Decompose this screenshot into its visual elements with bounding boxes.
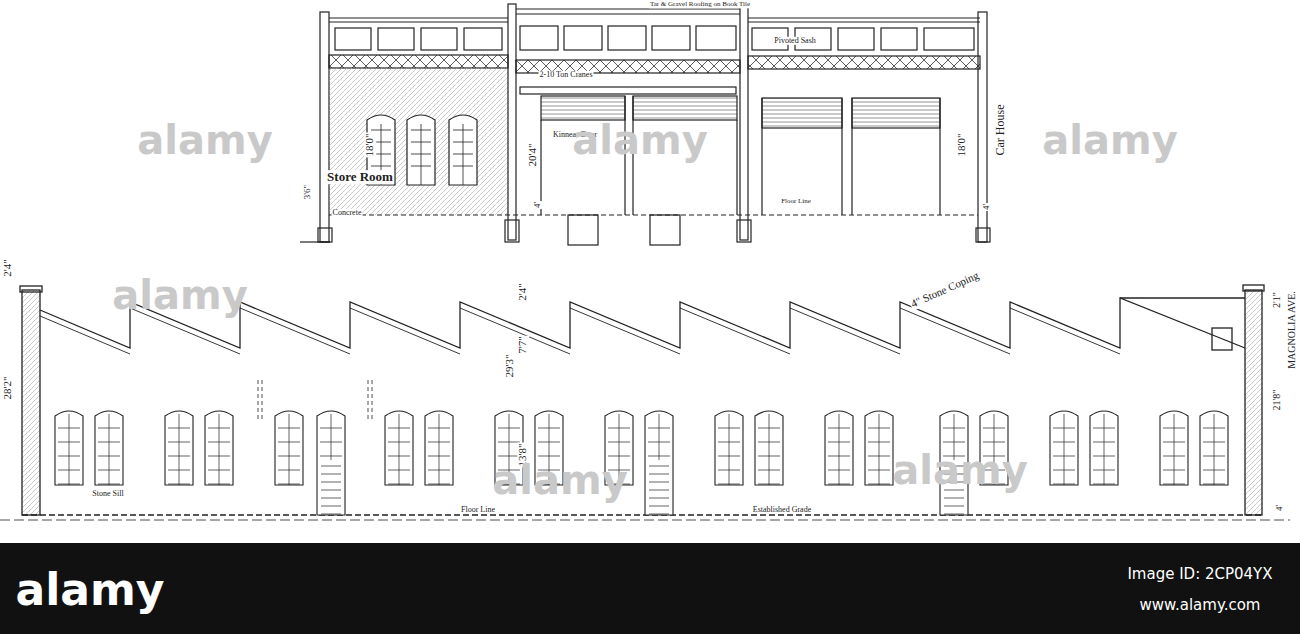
window-muntins	[758, 414, 780, 485]
drawing-label: 28'2"	[2, 376, 14, 401]
footer-text: www.alamy.com	[1140, 598, 1261, 614]
drawing-label: 4'	[982, 203, 991, 211]
window	[1160, 411, 1188, 485]
window	[715, 411, 743, 485]
drawing-label: 4'	[1275, 504, 1284, 512]
watermark: alamy	[112, 274, 247, 316]
window	[825, 411, 853, 485]
window-muntins	[718, 414, 740, 485]
drawing-label: 20'4"	[527, 143, 539, 168]
drawing-label: Concrete	[332, 209, 363, 217]
window	[425, 411, 453, 485]
watermark: alamy	[892, 449, 1027, 491]
drawing-label: 7'7"	[517, 335, 529, 354]
window-muntins	[648, 414, 670, 514]
drawing-label: Stone Sill	[91, 490, 124, 498]
window-muntins	[1093, 414, 1115, 485]
drawing-label: 2'4"	[517, 282, 529, 301]
drawing-label: 4'	[533, 201, 542, 209]
window-muntins	[208, 414, 230, 485]
window	[385, 411, 413, 485]
drawing-label: Established Grade	[752, 506, 812, 514]
drawing-label: 2'1"	[1272, 291, 1283, 309]
drawing-label: 4" Stone Coping	[908, 269, 981, 310]
window-muntins	[868, 414, 890, 485]
window-muntins	[828, 414, 850, 485]
window-muntins	[320, 414, 342, 514]
window	[1050, 411, 1078, 485]
footer-bar	[0, 543, 1300, 634]
window-muntins	[1053, 414, 1075, 485]
drawing-label: 18'0"	[364, 133, 376, 158]
drawing-label: MAGNOLIA AVE.	[1287, 290, 1298, 370]
window-muntins	[388, 414, 410, 485]
drawing-label: 21'8"	[1272, 389, 1283, 412]
cross-section	[300, 4, 990, 245]
window-muntins	[278, 414, 300, 485]
window-muntins	[168, 414, 190, 485]
drawing-label: 2-10 Ton Cranes	[538, 71, 593, 79]
window	[275, 411, 303, 485]
window	[865, 411, 893, 485]
side-elevation	[0, 285, 1290, 520]
door	[645, 411, 673, 515]
window-muntins	[98, 414, 120, 485]
footer-text: alamy	[16, 567, 165, 613]
drawing-label: Floor Line	[460, 506, 496, 514]
window	[1090, 411, 1118, 485]
drawing-label: Pivoted Sash	[773, 37, 817, 45]
window-muntins	[58, 414, 80, 485]
window-muntins	[1203, 414, 1225, 485]
window	[755, 411, 783, 485]
watermark: alamy	[572, 119, 707, 161]
door	[317, 411, 345, 515]
drawing-label: 29'3"	[504, 354, 516, 379]
drawing-label: Floor Line	[780, 198, 812, 205]
watermark: alamy	[137, 119, 272, 161]
window-muntins	[1163, 414, 1185, 485]
window	[205, 411, 233, 485]
drawing-label: Tar & Gravel Roofing on Book Tile	[649, 1, 751, 8]
footer-text: Image ID: 2CP04YX	[1127, 567, 1272, 583]
drawing-label: 18'0"	[956, 133, 968, 158]
window-muntins	[428, 414, 450, 485]
drawing-label: 3'6"	[303, 184, 312, 200]
drawing-label: Car House	[994, 104, 1007, 157]
window	[165, 411, 193, 485]
drawing-label: Store Room	[326, 170, 394, 184]
drawing-label: 2'4"	[2, 258, 14, 277]
window	[95, 411, 123, 485]
window	[55, 411, 83, 485]
window	[1200, 411, 1228, 485]
watermark: alamy	[1042, 119, 1177, 161]
window-row	[55, 411, 1228, 515]
watermark: alamy	[492, 459, 627, 501]
